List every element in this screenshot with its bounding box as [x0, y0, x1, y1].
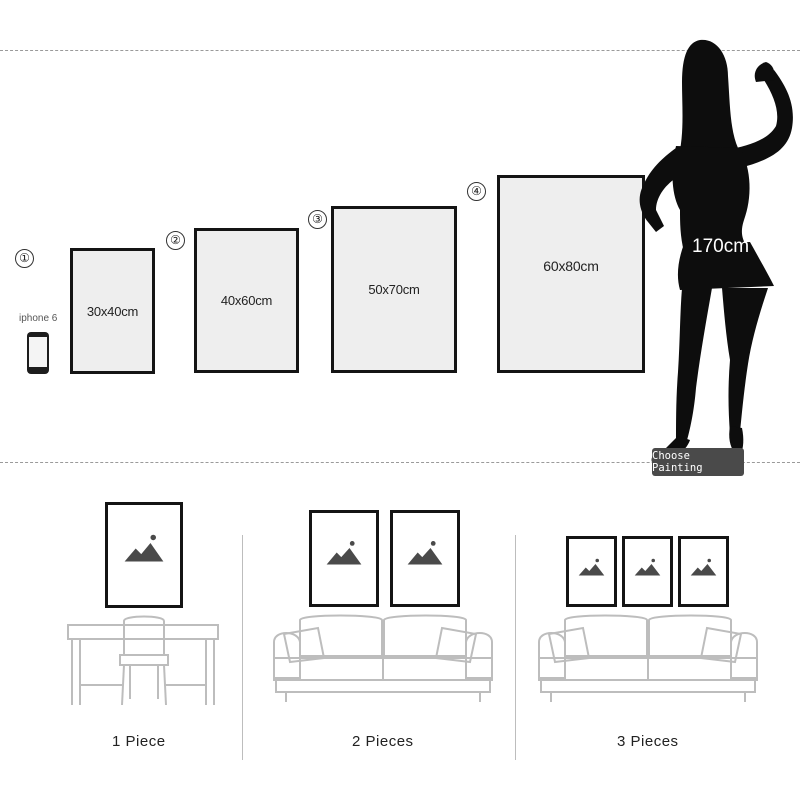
frame-30x40[interactable]: 30x40cm [70, 248, 155, 374]
frame-60x80[interactable]: 60x80cm [497, 175, 645, 373]
piece-frame[interactable] [678, 536, 729, 607]
piece-frame[interactable] [622, 536, 673, 607]
frame-50x70[interactable]: 50x70cm [331, 206, 457, 373]
size-number-2: ② [166, 231, 185, 250]
size-number-4: ④ [467, 182, 486, 201]
landscape-icon [326, 541, 362, 565]
piece-label-2: 2 Pieces [352, 733, 414, 750]
frame-size-label: 40x60cm [220, 293, 273, 308]
phone-icon [27, 332, 49, 374]
size-number-1: ① [15, 249, 34, 268]
sofa-illustration [538, 614, 758, 702]
piece-frame[interactable] [566, 536, 617, 607]
frame-size-label: 60x80cm [543, 258, 599, 274]
sofa-illustration [273, 614, 493, 702]
landscape-icon [578, 558, 605, 576]
phone-label: iphone 6 [19, 313, 58, 324]
landscape-icon [124, 534, 164, 562]
column-divider [242, 535, 243, 760]
middle-dashed-line [0, 462, 800, 463]
top-dashed-line [0, 50, 800, 51]
frame-40x60[interactable]: 40x60cm [194, 228, 299, 373]
landscape-icon [407, 541, 443, 565]
piece-label-1: 1 Piece [112, 733, 166, 750]
landscape-icon [634, 558, 661, 576]
piece-frame[interactable] [390, 510, 460, 607]
choose-painting-button[interactable]: Choose Painting [652, 448, 744, 476]
piece-frame[interactable] [309, 510, 379, 607]
piece-label-3: 3 Pieces [617, 733, 679, 750]
frame-size-label: 50x70cm [368, 282, 420, 297]
frame-size-label: 30x40cm [86, 303, 139, 319]
column-divider [515, 535, 516, 760]
piece-frame[interactable] [105, 502, 183, 608]
model-height-label: 170cm [692, 236, 750, 257]
desk-illustration [67, 615, 219, 706]
size-number-3: ③ [308, 210, 327, 229]
landscape-icon [690, 558, 717, 576]
